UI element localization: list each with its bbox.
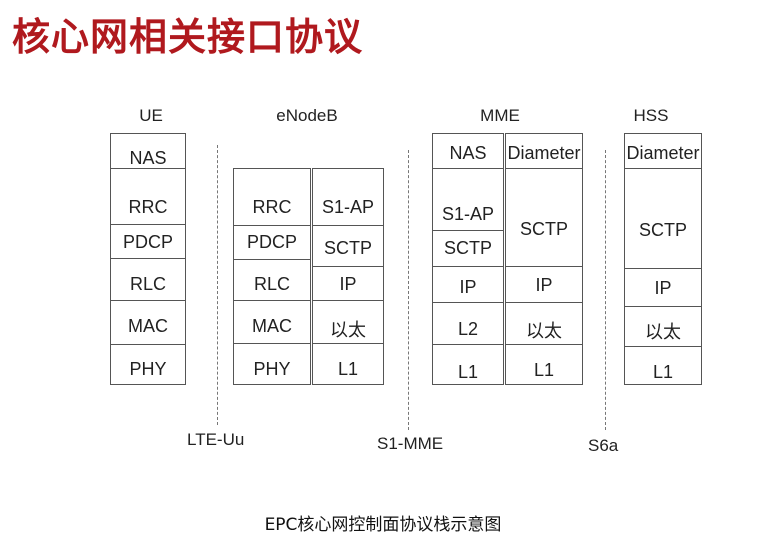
s6a-label: S6a xyxy=(588,436,619,455)
hss-layer-diameter: Diameter xyxy=(626,143,700,163)
ue-layer-mac: MAC xyxy=(128,316,168,336)
enodeb-radio-stack: RRC PDCP RLC MAC PHY xyxy=(233,168,311,385)
hss-label: HSS xyxy=(633,106,669,125)
enodeb-layer-mac: MAC xyxy=(252,316,292,336)
ue-label: UE xyxy=(139,106,163,125)
hss-layer-ip: IP xyxy=(654,278,672,298)
s1-mme-divider xyxy=(408,150,409,430)
lte-uu-label: LTE-Uu xyxy=(187,430,245,449)
hss-stack: Diameter SCTP IP 以太 L1 xyxy=(624,133,702,385)
mme-layer-diameter: Diameter xyxy=(507,143,581,163)
figure-caption: EPC核心网控制面协议栈示意图 xyxy=(264,515,502,535)
enodeb-layer-rlc: RLC xyxy=(253,274,290,294)
enodeb-layer-phy: PHY xyxy=(253,359,291,379)
s6a-divider xyxy=(605,150,606,430)
mme-label: MME xyxy=(480,106,520,125)
mme-s1-stack: NAS S1-AP SCTP IP L2 L1 xyxy=(432,133,504,385)
hss-layer-ethernet: 以太 xyxy=(645,322,681,342)
mme-layer-s1ap: S1-AP xyxy=(441,204,495,224)
enodeb-s1-stack: S1-AP SCTP IP 以太 L1 xyxy=(312,168,384,385)
hss-layer-sctp: SCTP xyxy=(638,220,687,240)
enodeb-layer-rrc: RRC xyxy=(252,197,292,217)
page-title: 核心网相关接口协议 xyxy=(12,15,364,59)
enodeb-layer-l1: L1 xyxy=(337,359,359,379)
ue-stack: NAS RRC PDCP RLC MAC PHY xyxy=(110,133,186,385)
ue-layer-rrc: RRC xyxy=(128,197,168,217)
mme-layer-l1-s6a: L1 xyxy=(533,360,555,380)
mme-layer-ip: IP xyxy=(459,277,477,297)
enodeb-layer-sctp: SCTP xyxy=(323,238,372,258)
enodeb-layer-ethernet: 以太 xyxy=(330,320,366,340)
mme-s6a-stack: Diameter SCTP IP 以太 L1 xyxy=(505,133,583,385)
ue-layer-phy: PHY xyxy=(129,359,167,379)
mme-layer-l2: L2 xyxy=(457,319,479,339)
enodeb-layer-s1ap: S1-AP xyxy=(321,197,375,217)
ue-layer-rlc: RLC xyxy=(129,274,166,294)
mme-layer-ip-s6a: IP xyxy=(535,275,553,295)
mme-layer-sctp: SCTP xyxy=(443,238,492,258)
mme-layer-nas: NAS xyxy=(449,143,487,163)
lte-uu-divider xyxy=(217,145,218,425)
mme-layer-ethernet: 以太 xyxy=(526,321,562,341)
enodeb-label: eNodeB xyxy=(276,106,338,125)
hss-layer-l1: L1 xyxy=(652,362,674,382)
ue-layer-nas: NAS xyxy=(129,148,167,168)
ue-layer-pdcp: PDCP xyxy=(122,232,173,252)
mme-layer-l1: L1 xyxy=(457,362,479,382)
mme-layer-sctp-s6a: SCTP xyxy=(519,219,568,239)
s1-mme-label: S1-MME xyxy=(377,434,444,453)
enodeb-layer-ip: IP xyxy=(339,274,357,294)
enodeb-layer-pdcp: PDCP xyxy=(246,232,297,252)
